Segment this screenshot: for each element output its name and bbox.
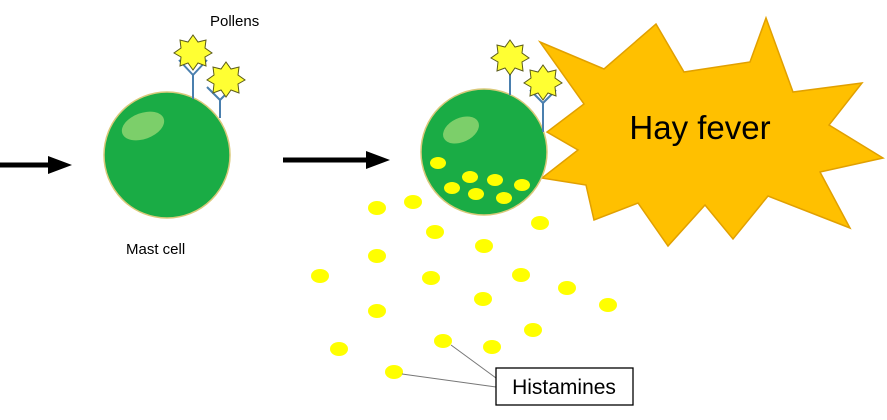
histamines-leader-lines [401,344,497,388]
mast-cell-label: Mast cell [126,241,185,258]
hay-fever-label: Hay fever [629,109,770,146]
histamine-dot [558,281,576,295]
histamine-dot [368,201,386,215]
histamine-dot [599,298,617,312]
histamine-granule [487,174,503,186]
histamine-dot [385,365,403,379]
histamine-dot [311,269,329,283]
pollens-label: Pollens [210,13,259,30]
pollen-star [490,39,530,76]
middle-arrow [283,151,390,169]
histamine-dot [426,225,444,239]
histamine-dot [330,342,348,356]
histamine-dot [404,195,422,209]
hay-fever-burst [537,15,885,248]
histamines-label: Histamines [512,376,616,399]
histamine-granule [496,192,512,204]
mast-cell-activated [420,88,548,216]
mast-cell-resting [103,91,231,219]
pollen-star [173,34,213,71]
histamine-dot [434,334,452,348]
histamine-granule [430,157,446,169]
histamine-dot [483,340,501,354]
left-arrow [0,156,72,174]
histamine-granule [514,179,530,191]
released-histamines [311,195,617,379]
histamines-callout: Histamines [495,367,634,406]
histamine-dot [368,304,386,318]
histamine-dot [512,268,530,282]
histamine-dot [531,216,549,230]
histamine-dot [422,271,440,285]
pollen-star [523,64,563,101]
histamine-dot [474,292,492,306]
histamine-granule [468,188,484,200]
histamine-dot [475,239,493,253]
histamine-dot [524,323,542,337]
histamine-granule [444,182,460,194]
histamine-granule [462,171,478,183]
histamine-dot [368,249,386,263]
pollen-star [206,61,246,98]
